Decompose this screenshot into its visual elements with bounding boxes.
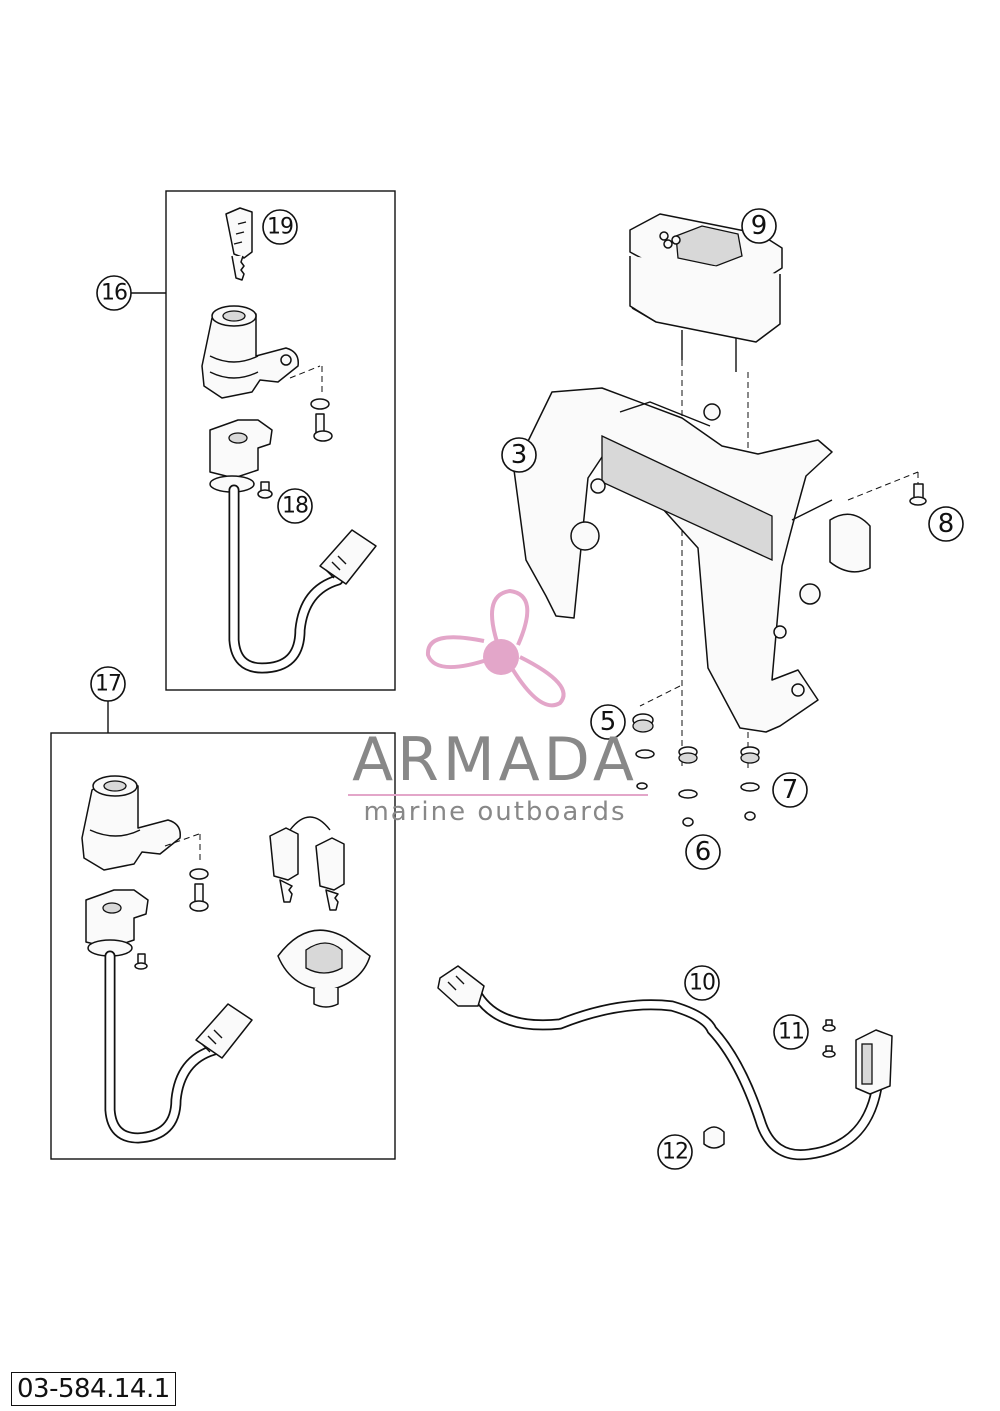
callout-8: 8 [928, 506, 964, 542]
svg-text:10: 10 [689, 971, 715, 996]
callout-19: 19 [262, 209, 298, 245]
screws-11 [822, 1019, 836, 1058]
ignition-key-19 [225, 207, 253, 281]
fork-frame-3 [513, 387, 871, 733]
callout-3: 3 [501, 437, 537, 473]
nut-5 [636, 782, 648, 790]
lock-cap-17 [277, 929, 371, 1008]
callout-6: 6 [685, 834, 721, 870]
sensor-bracket-10 [855, 1029, 893, 1095]
nut-7 [744, 811, 756, 821]
kit-16-box [165, 190, 396, 691]
ignition-switch-16 [209, 419, 273, 493]
svg-text:16: 16 [101, 281, 127, 306]
kit-17-box [50, 732, 396, 1160]
cable-clip-12 [703, 1126, 725, 1149]
callout-9: 9 [741, 208, 777, 244]
svg-text:9: 9 [751, 211, 768, 241]
rubber-mount-5 [632, 713, 654, 733]
callout-18: 18 [277, 488, 313, 524]
ignition-lock-housing-17 [81, 775, 181, 871]
callout-10: 10 [684, 965, 720, 1001]
svg-text:11: 11 [778, 1020, 804, 1045]
callout-7: 7 [772, 772, 808, 808]
screw-8 [909, 483, 927, 506]
speedometer-9 [629, 213, 783, 372]
svg-text:3: 3 [511, 440, 528, 470]
screw-18 [257, 481, 273, 499]
svg-text:6: 6 [695, 837, 712, 867]
rubber-mount-6a [678, 746, 698, 764]
washer-7 [740, 782, 760, 792]
nut-6 [682, 817, 694, 827]
svg-text:19: 19 [267, 215, 293, 240]
svg-text:7: 7 [782, 775, 799, 805]
screw-16 [313, 413, 333, 442]
callout-5: 5 [590, 704, 626, 740]
small-screw-17 [134, 953, 148, 970]
svg-text:17: 17 [95, 672, 121, 697]
screw-17 [189, 883, 209, 912]
washer-17 [189, 868, 209, 880]
svg-text:18: 18 [282, 494, 308, 519]
washer-6 [678, 789, 698, 799]
cable-connector-10 [437, 965, 485, 1007]
callout-12: 12 [657, 1134, 693, 1170]
switch-connector-17 [195, 1003, 253, 1059]
callout-11: 11 [773, 1014, 809, 1050]
callout-17: 17 [90, 666, 126, 702]
svg-text:12: 12 [662, 1140, 688, 1165]
washer-16 [310, 398, 330, 410]
ignition-lock-housing-16 [201, 305, 299, 399]
washer-5 [635, 749, 655, 759]
svg-text:8: 8 [938, 509, 955, 539]
rubber-mount-7 [740, 746, 760, 764]
callout-16: 16 [96, 275, 132, 311]
svg-text:5: 5 [600, 707, 617, 737]
ignition-switch-17 [85, 889, 149, 957]
drawing-number-label: 03-584.14.1 [11, 1372, 176, 1406]
ignition-keys-pair-17 [269, 816, 345, 911]
switch-connector-16 [319, 529, 377, 585]
